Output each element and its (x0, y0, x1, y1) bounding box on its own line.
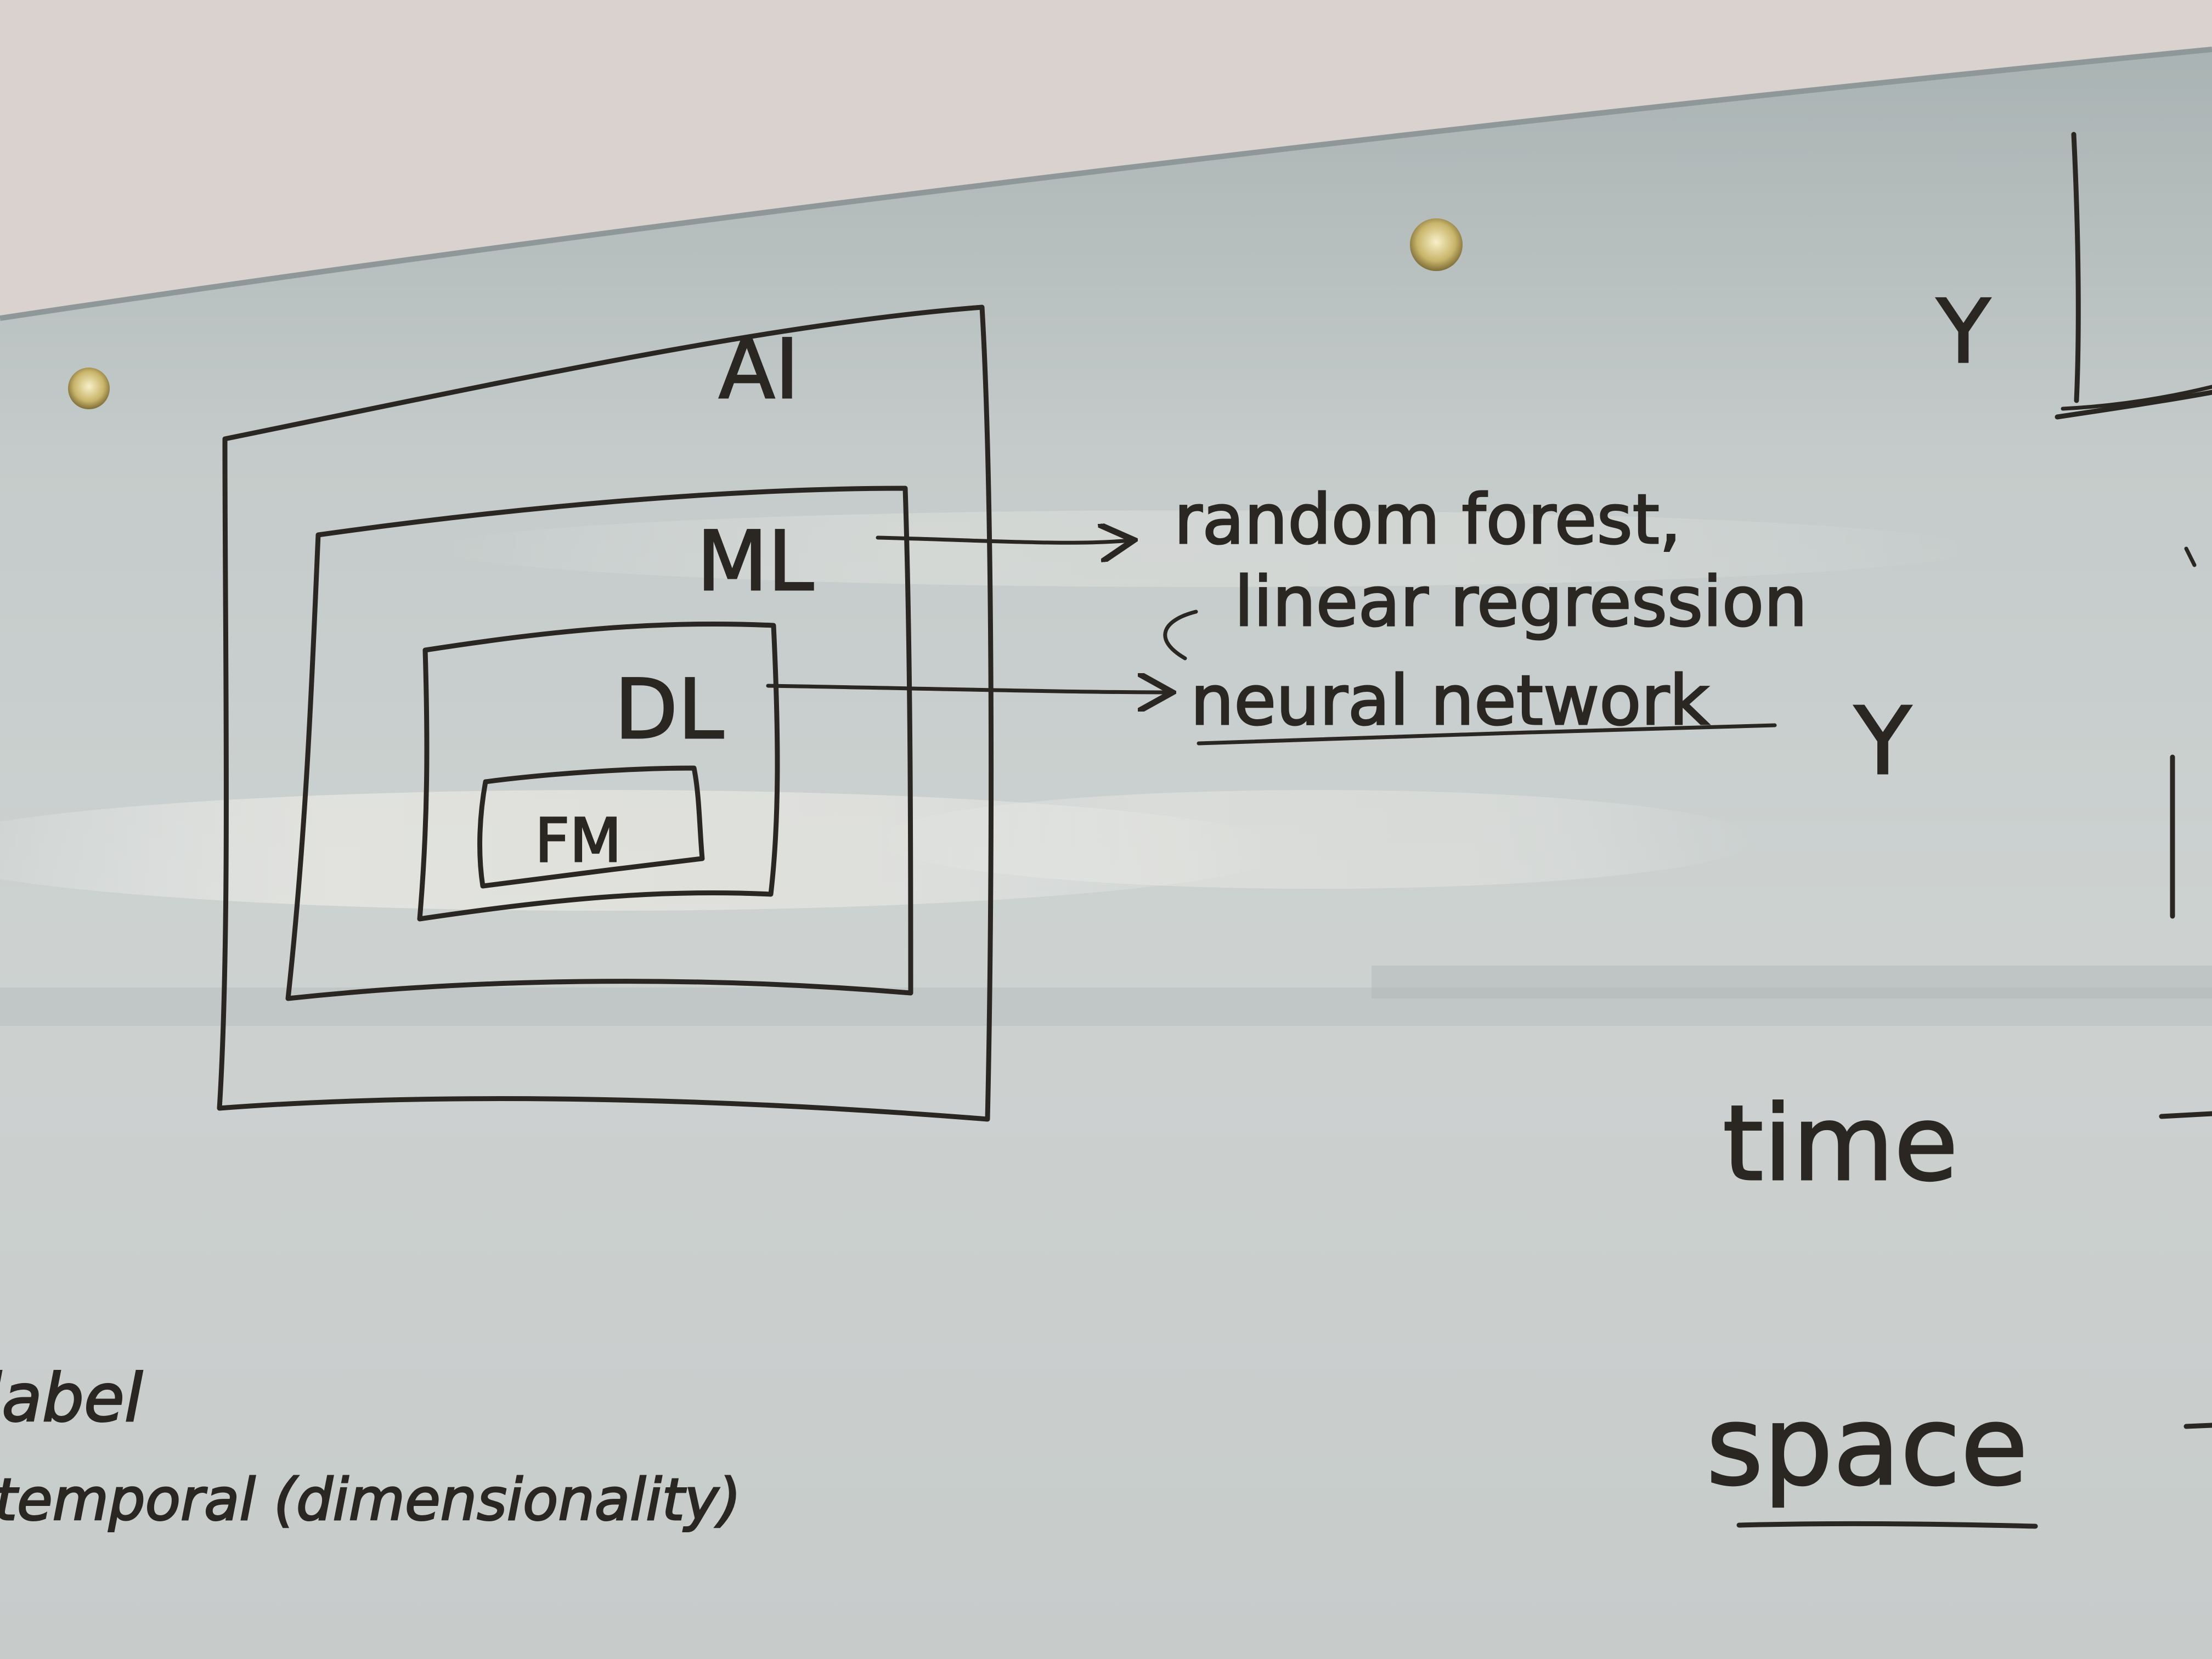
dash-after-time (2159, 1111, 2212, 1119)
board-top-edge (0, 47, 2212, 321)
label-space: space (1706, 1383, 2028, 1510)
label-y-top: Y (1936, 280, 1991, 383)
nested-boxes-diagram: AI ML DL FM (217, 304, 994, 1122)
mounting-bolt-left (68, 368, 110, 409)
box-fm (477, 765, 705, 889)
note-temporal-dimensionality: temporal (dimensionality) (0, 1466, 741, 1533)
underline-neural-network (1197, 723, 1777, 746)
bracket-ml-examples (1163, 610, 1198, 661)
arrow-dl-to-neural-network (766, 686, 1169, 692)
arrow-ml-to-examples (876, 538, 1130, 543)
text-random-forest: random forest, (1174, 480, 1681, 560)
dash-after-space (2183, 1423, 2212, 1429)
y-axis-top (2071, 132, 2081, 403)
label-dl: DL (614, 662, 724, 758)
note-label: label (0, 1361, 143, 1437)
box-dl (417, 621, 780, 922)
underline-space (1736, 1521, 2038, 1529)
mounting-bolt-center (1410, 218, 1463, 271)
partial-stroke-right (2184, 546, 2197, 567)
label-ai: AI (719, 322, 799, 417)
box-ml (285, 486, 913, 1001)
x-axis-top (2055, 390, 2212, 420)
label-time: time (1723, 1083, 1958, 1204)
label-y-middle: Y (1854, 687, 1912, 796)
axis-sketch: Y Y (1853, 132, 2212, 919)
box-ai (217, 304, 994, 1122)
label-ml: ML (697, 514, 814, 610)
light-reflections (0, 510, 2212, 1026)
x-axis-top-2 (2061, 385, 2212, 411)
text-linear-regression: linear regression (1234, 562, 1807, 642)
label-fm: FM (535, 805, 622, 876)
